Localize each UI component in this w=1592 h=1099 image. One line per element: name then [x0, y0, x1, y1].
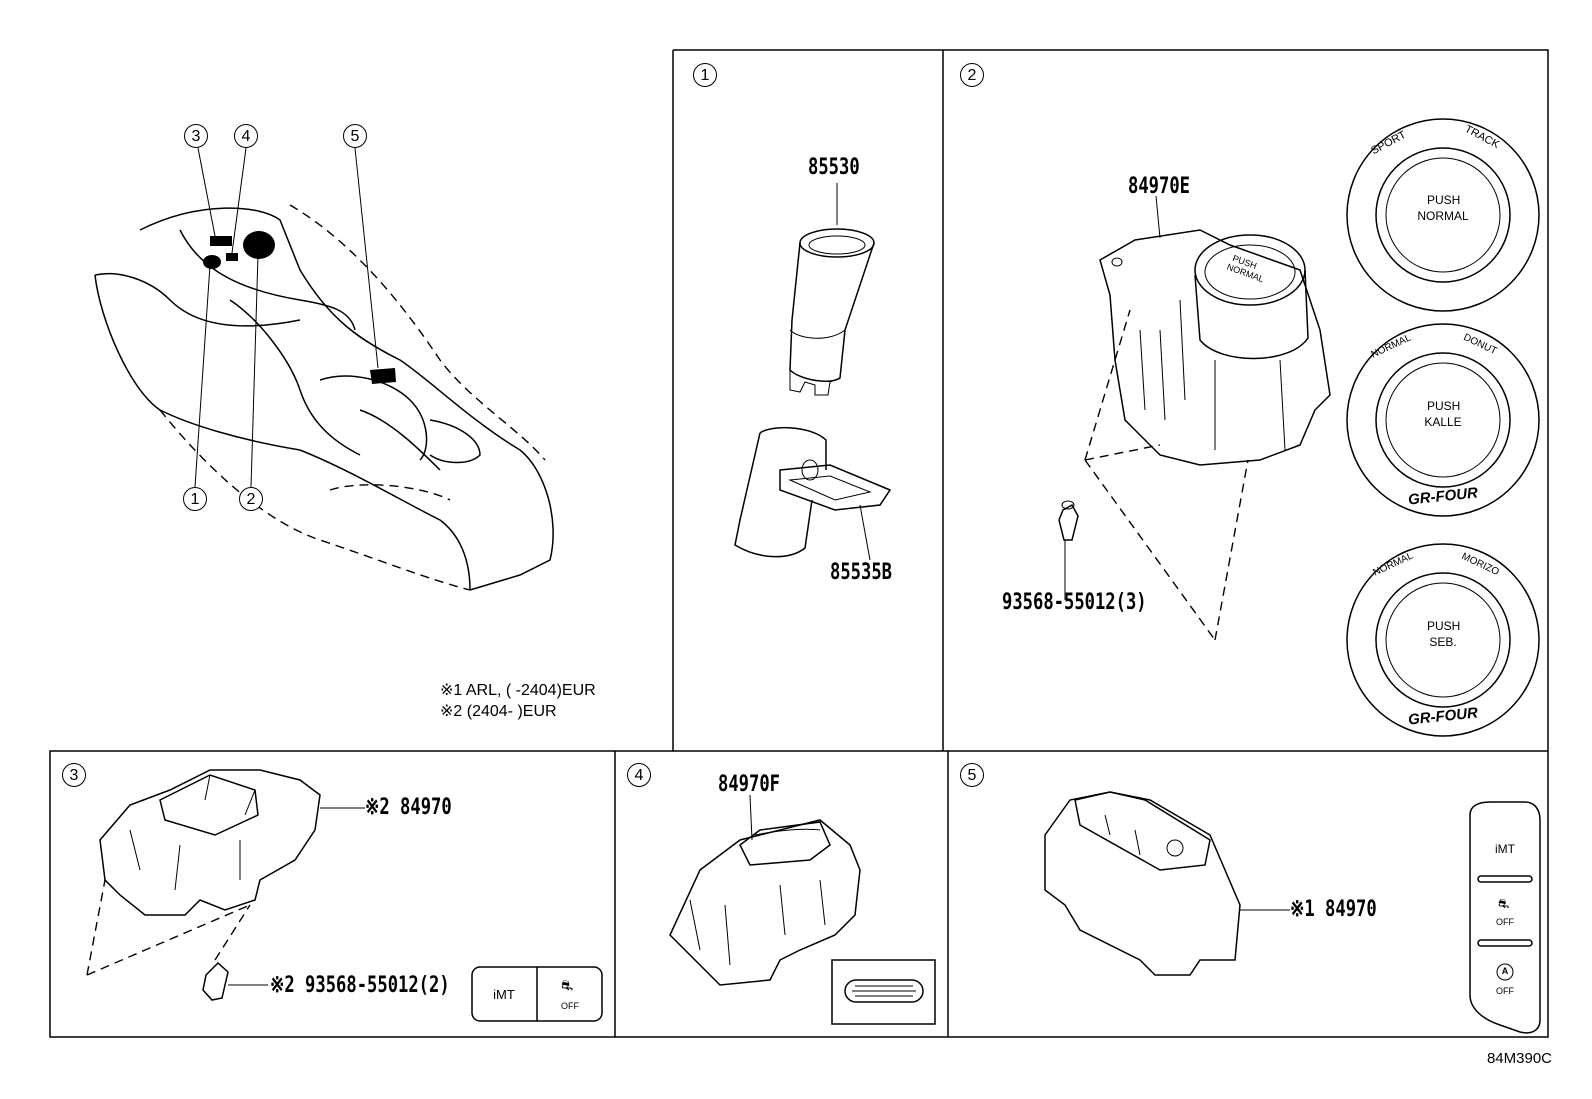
applicability-note-2: ※2 (2404- )EUR: [440, 703, 557, 720]
part-84970E-drawing: [1058, 195, 1331, 641]
part-number-84970F: 84970F: [718, 772, 780, 797]
part-84970F-drawing: [669, 794, 936, 1025]
traction-off-label: OFF: [561, 1001, 579, 1011]
panel-borders: [49, 49, 1549, 1038]
panel5-auto-stop-off-label: OFF: [1496, 986, 1514, 996]
knob2-center-top: PUSH: [1427, 399, 1461, 413]
callout-4: 4: [234, 124, 258, 148]
panel-1-callout: 1: [693, 63, 717, 87]
panel5-traction-off-label: OFF: [1496, 917, 1514, 927]
panel5-imt-label: iMT: [1495, 842, 1515, 856]
knob3-center-top: PUSH: [1427, 619, 1461, 633]
knob-normal-donut: [1346, 323, 1540, 517]
panel5-traction-icon: ⛐: [1498, 896, 1510, 911]
callout-5: 5: [343, 124, 367, 148]
panel-5-callout: 5: [960, 763, 984, 787]
part-85535B-drawing: [734, 426, 892, 561]
part-number-84970E: 84970E: [1128, 174, 1190, 199]
applicability-note-1: ※1 ARL, ( -2404)EUR: [440, 682, 596, 699]
knob-normal-morizo: [1346, 543, 1540, 737]
knob-sport-track: [1346, 118, 1540, 312]
auto-stop-icon: A: [1501, 966, 1509, 976]
panel-2-callout: 2: [960, 63, 984, 87]
callout-1: 1: [183, 487, 207, 511]
part-number-85535B: 85535B: [830, 560, 892, 585]
knob2-center-bottom: KALLE: [1424, 415, 1462, 429]
panel-3-callout: 3: [62, 763, 86, 787]
console-overview-drawing: [94, 147, 554, 591]
diagram-reference-code: 84M390C: [1486, 1050, 1552, 1067]
part-number-84970-note2: ※2 84970: [365, 795, 452, 820]
part-number-93568-55012-2: ※2 93568-55012(2): [270, 973, 450, 998]
callout-3: 3: [184, 124, 208, 148]
part-84970-panel3-drawing: [86, 769, 603, 1022]
callout-2: 2: [239, 487, 263, 511]
knob1-center-top: PUSH: [1427, 193, 1461, 207]
knob3-center-bottom: SEB.: [1429, 635, 1457, 649]
part-number-84970-note1: ※1 84970: [1290, 897, 1377, 922]
part-84970-panel5-drawing: [1044, 791, 1541, 1034]
part-number-93568-55012-3: 93568-55012(3): [1002, 590, 1147, 615]
part-number-85530: 85530: [808, 155, 860, 180]
imt-button-label: iMT: [493, 987, 515, 1002]
part-85530-drawing: [789, 183, 875, 396]
knob1-center-bottom: NORMAL: [1417, 209, 1469, 223]
traction-control-icon: ⛐: [561, 977, 574, 993]
panel-4-callout: 4: [627, 763, 651, 787]
